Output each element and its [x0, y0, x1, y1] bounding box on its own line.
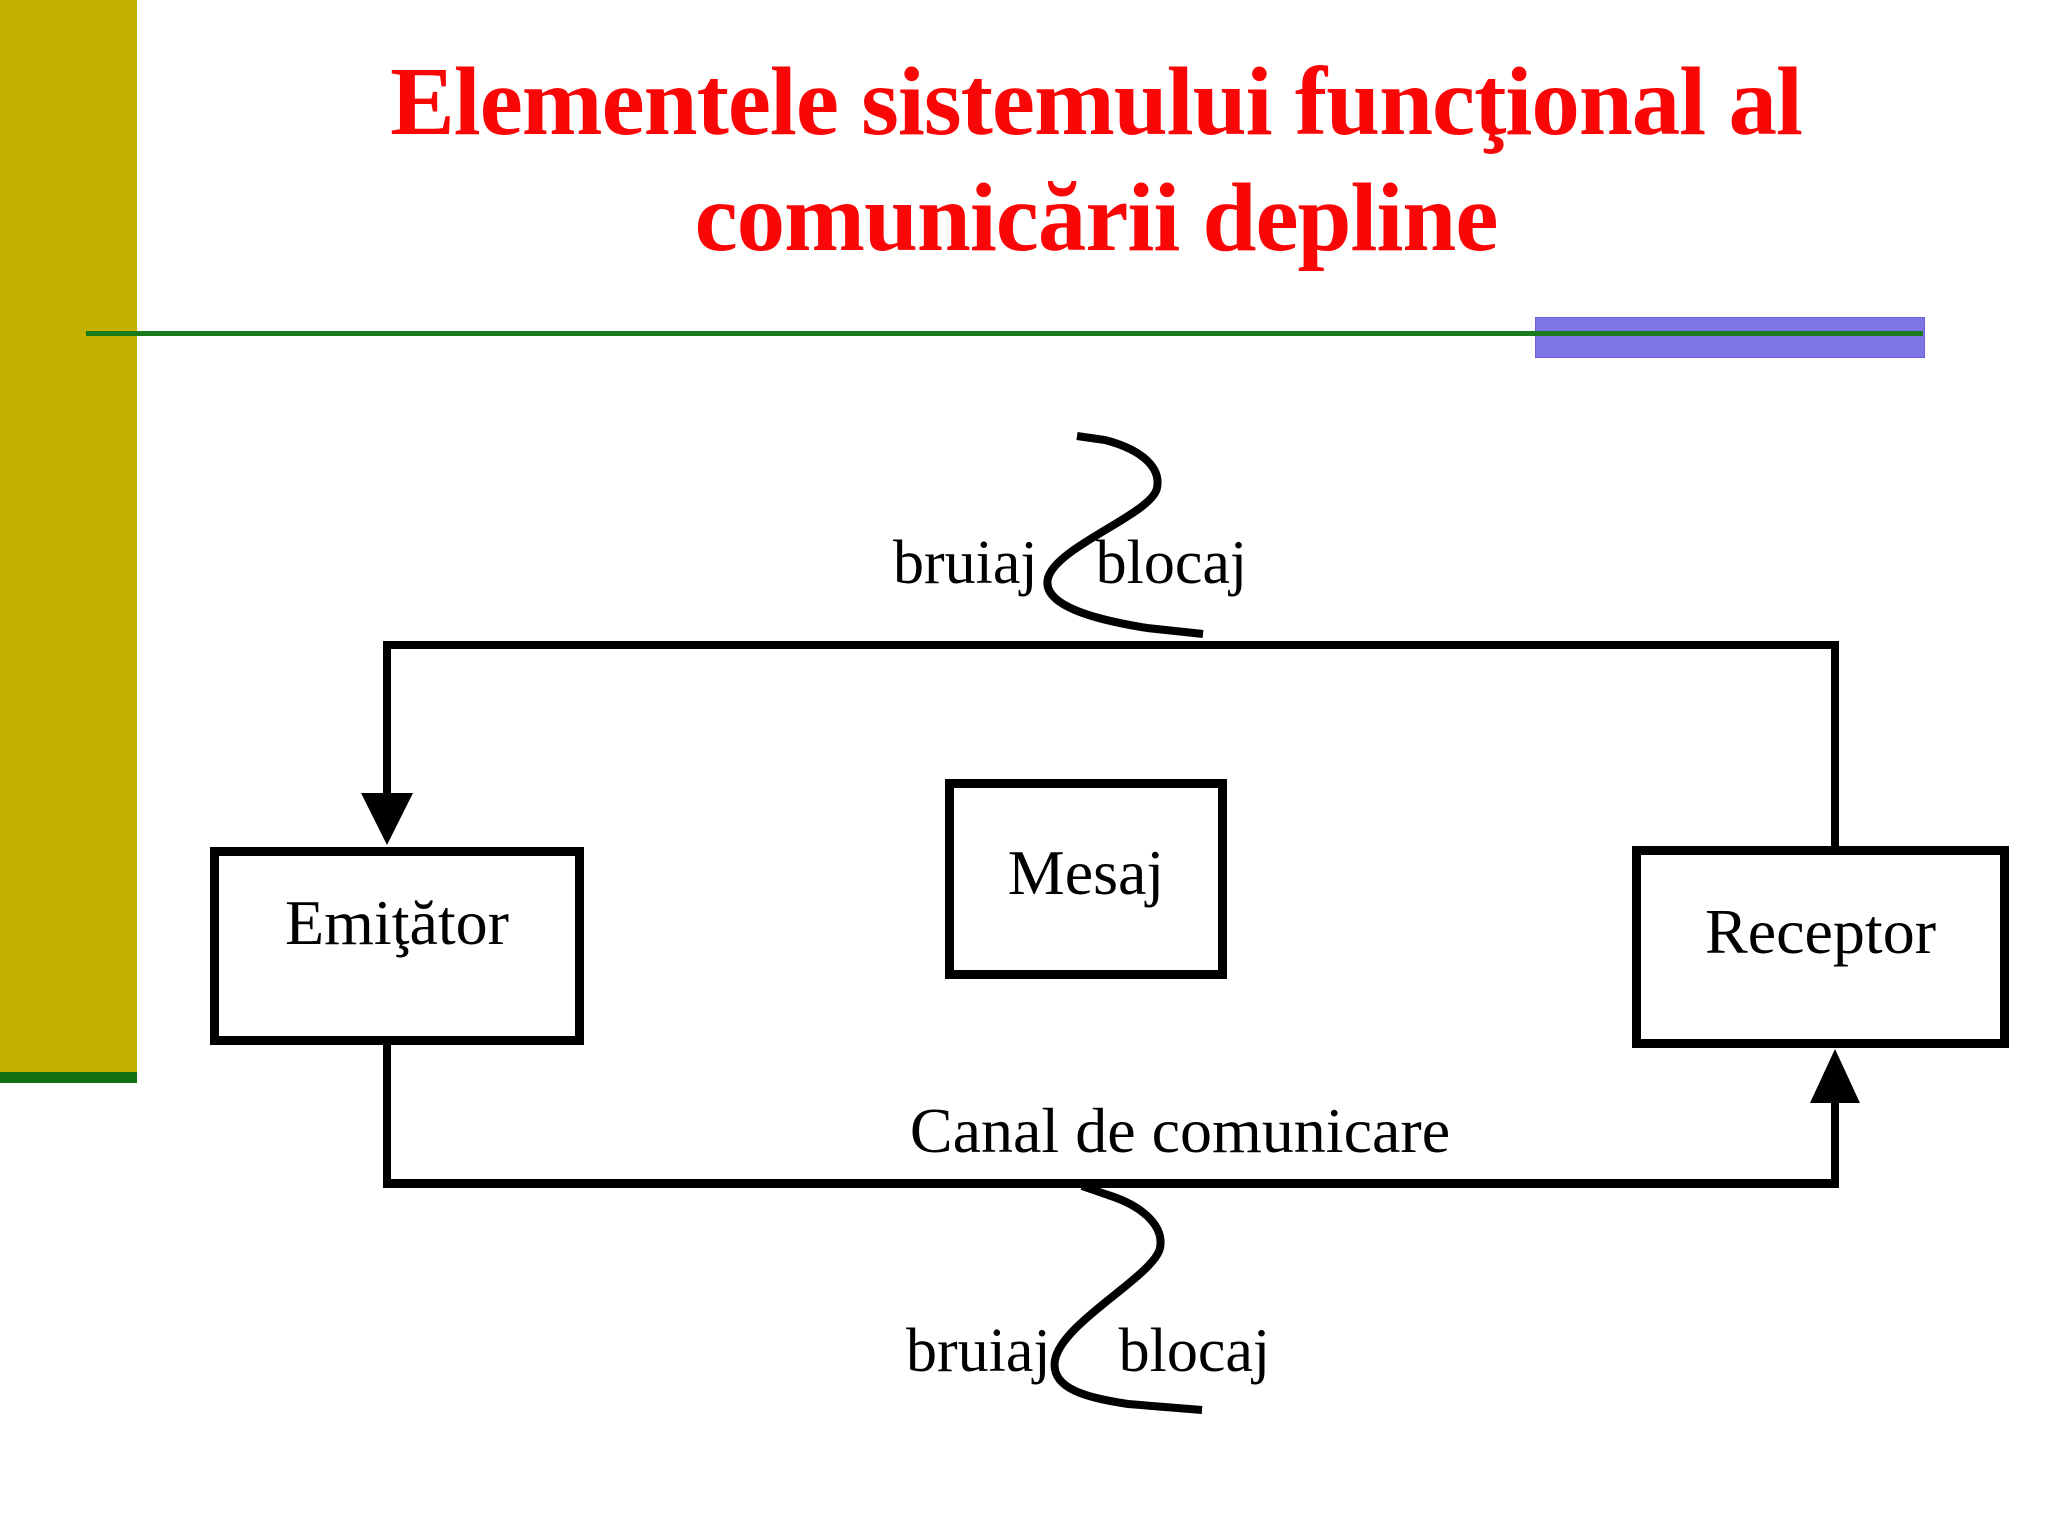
noise-bottom-right-word: blocaj — [1118, 1317, 1271, 1385]
connector-bottom-line — [383, 1179, 1839, 1188]
left-accent-bar — [0, 0, 137, 1072]
connector-emitter-out — [383, 1040, 391, 1188]
left-accent-bar-footer — [0, 1072, 137, 1083]
noise-top-right-word: blocaj — [1095, 529, 1248, 597]
noise-squiggle-bottom-icon — [1050, 1182, 1203, 1414]
noise-label-top: bruiaj blocaj — [893, 528, 1247, 599]
noise-bottom-left-word: bruiaj — [906, 1317, 1051, 1385]
emitter-box-label: Emiţător — [285, 887, 509, 958]
receiver-box: Receptor — [1632, 846, 2009, 1048]
message-box-label: Mesaj — [1007, 837, 1165, 908]
noise-top-left-word: bruiaj — [893, 529, 1038, 597]
emitter-box: Emiţător — [210, 847, 584, 1045]
connector-left-drop — [383, 641, 391, 795]
title-highlight-bar — [1535, 317, 1925, 358]
arrowhead-up-icon — [1810, 1049, 1860, 1103]
slide-title: Elementele sistemului funcţional al comu… — [150, 44, 2042, 277]
connector-top-line — [383, 641, 1839, 649]
message-box: Mesaj — [945, 779, 1227, 979]
arrowhead-down-icon — [361, 793, 413, 845]
slide-title-line-1: Elementele sistemului funcţional al — [390, 48, 1803, 155]
channel-label: Canal de comunicare — [909, 1095, 1451, 1166]
connector-right-drop — [1831, 641, 1839, 848]
slide-title-line-2: comunicării depline — [694, 164, 1499, 272]
noise-label-bottom: bruiaj blocaj — [906, 1316, 1270, 1387]
connector-receiver-in — [1831, 1100, 1839, 1188]
noise-squiggle-top-icon — [1043, 432, 1204, 638]
title-divider-line — [86, 331, 1923, 336]
receiver-box-label: Receptor — [1705, 896, 1936, 967]
